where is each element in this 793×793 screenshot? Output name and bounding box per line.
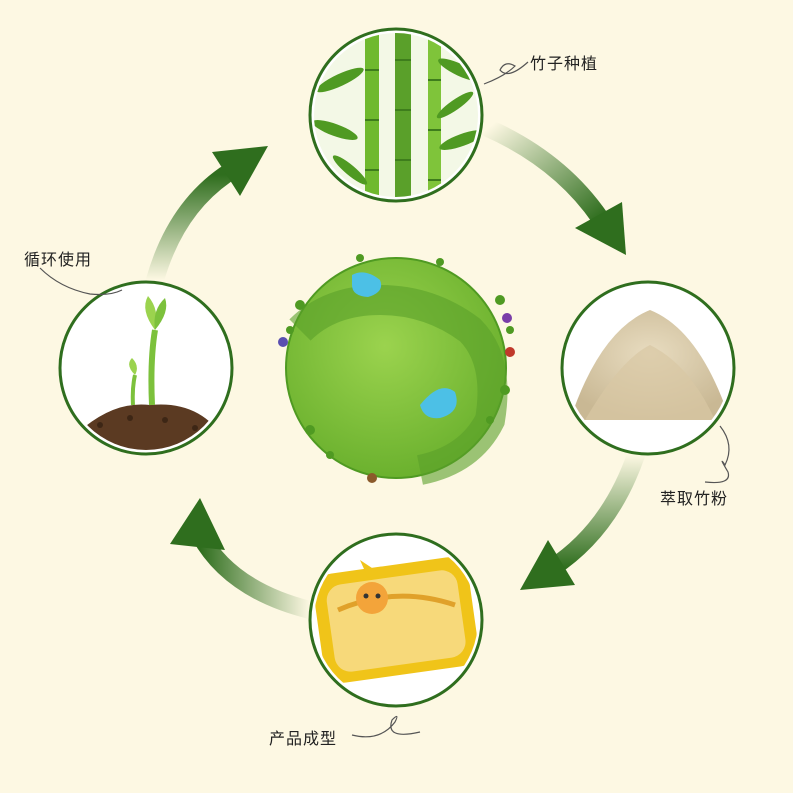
green-earth-globe: [278, 254, 515, 483]
arrow-bamboo-to-powder: [488, 128, 626, 255]
cat-plate-photo: [310, 534, 482, 706]
arrow-recycle-to-bamboo: [155, 146, 268, 280]
bamboo-photo: [310, 20, 487, 210]
bamboo-powder-photo: [560, 280, 736, 456]
arrow-powder-to-product: [520, 455, 636, 590]
label-bamboo-planting: 竹子种植: [530, 50, 598, 74]
label-product-forming: 产品成型: [269, 725, 337, 749]
label-bamboo-powder: 萃取竹粉: [660, 485, 728, 509]
label-recycle-use: 循环使用: [24, 246, 92, 270]
arrow-product-to-recycle: [170, 498, 310, 610]
seedling-photo: [60, 282, 232, 460]
